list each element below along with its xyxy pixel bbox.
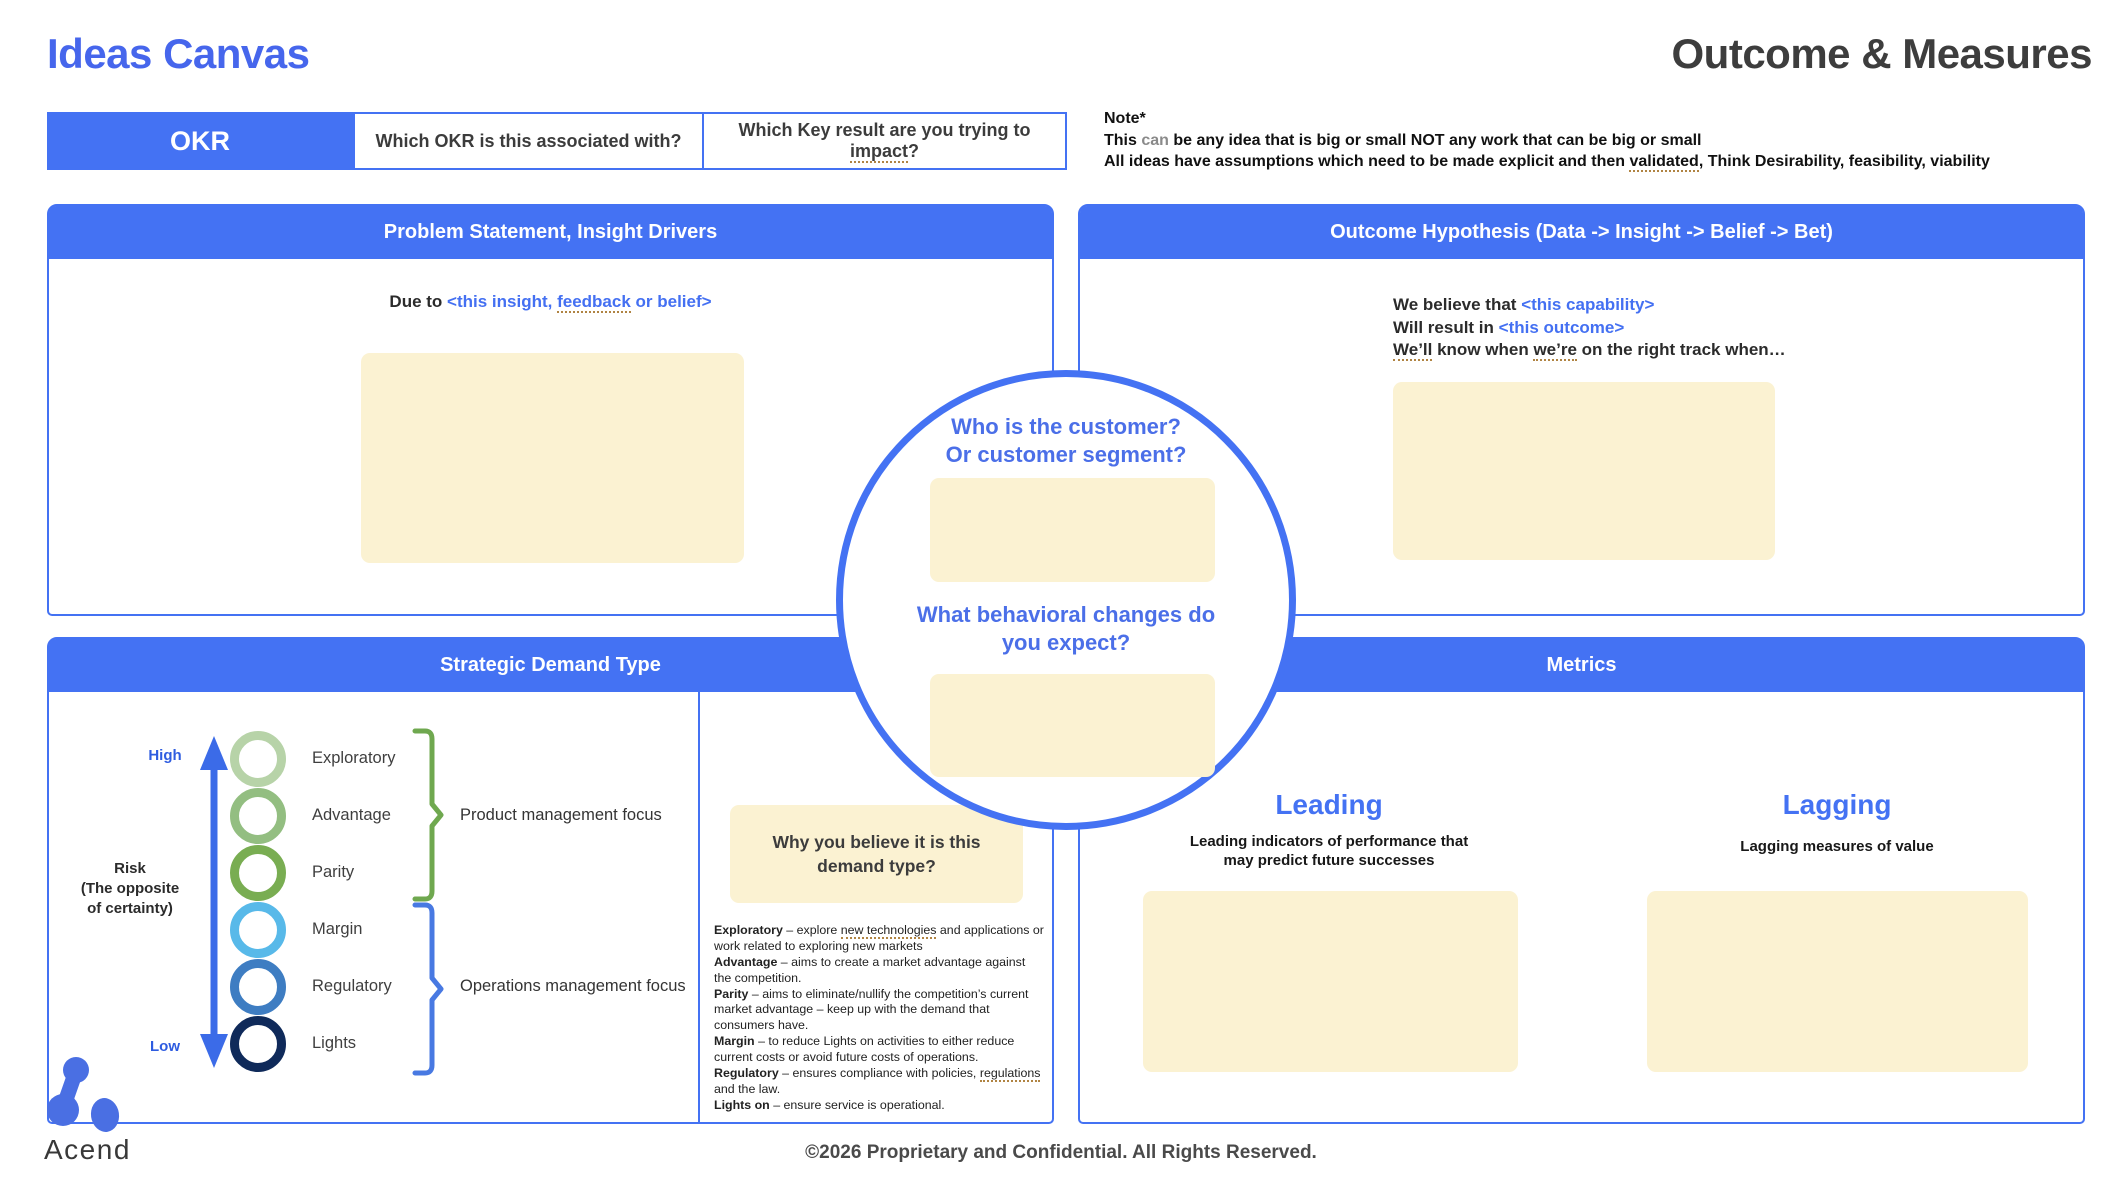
- acend-logo-icon: [47, 1057, 120, 1132]
- behavioral-change-question: What behavioral changes do you expect?: [916, 602, 1216, 655]
- key-result-question-text: Which Key result are you trying to impac…: [738, 120, 1031, 163]
- definition-item: Lights on – ensure service is operationa…: [714, 1097, 945, 1112]
- page-subtitle: Outcome & Measures: [1671, 30, 2093, 77]
- hypothesis-line-1: We believe that <this capability>: [1393, 295, 1655, 314]
- definition-item: Regulatory – ensures compliance with pol…: [714, 1065, 1041, 1096]
- behavioral-sticky-note[interactable]: [930, 674, 1215, 777]
- lagging-description: Lagging measures of value: [1740, 838, 1934, 855]
- definition-item: Exploratory – explore new technologies a…: [714, 923, 1044, 953]
- demand-type-reason-note[interactable]: Why you believe it is this demand type?: [730, 805, 1023, 903]
- demand-type-label: Margin: [312, 920, 363, 938]
- demand-type-label: Parity: [312, 863, 355, 881]
- customer-question: Who is the customer? Or customer segment…: [945, 414, 1187, 467]
- page-title: Ideas Canvas: [47, 30, 310, 77]
- operations-management-focus-label: Operations management focus: [460, 977, 686, 995]
- outcome-sticky-note[interactable]: [1393, 382, 1775, 560]
- leading-description: Leading indicators of performance that m…: [1189, 833, 1469, 869]
- note-title: Note*: [1104, 110, 1146, 127]
- okr-question-text: Which OKR is this associated with?: [375, 130, 682, 151]
- definition-item: Margin – to reduce Lights on activities …: [714, 1034, 1015, 1064]
- panel-divider: [698, 692, 700, 1124]
- copyright-footer: ©2026 Proprietary and Confidential. All …: [805, 1142, 1317, 1163]
- customer-circle: Who is the customer? Or customer segment…: [836, 370, 1296, 830]
- note-block: Note* This can be any idea that is big o…: [1104, 108, 2094, 173]
- risk-high-label: High: [148, 747, 182, 764]
- hypothesis-line-2: Will result in <this outcome>: [1393, 317, 1625, 337]
- product-management-focus-label: Product management focus: [460, 806, 662, 824]
- problem-prompt: Due to <this insight, feedback or belief…: [389, 292, 712, 313]
- parity-ring-icon: [230, 845, 286, 901]
- margin-ring-icon: [230, 902, 286, 958]
- okr-row: OKR Which OKR is this associated with? W…: [47, 112, 1067, 170]
- demand-type-definitions: Exploratory – explore new technologies a…: [714, 923, 1044, 1114]
- problem-statement-header: Problem Statement, Insight Drivers: [49, 206, 1052, 259]
- brand-name: Acend: [44, 1134, 131, 1165]
- lagging-title: Lagging: [1782, 789, 1892, 820]
- lagging-sticky-note[interactable]: [1647, 891, 2028, 1072]
- demand-type-label: Regulatory: [312, 977, 392, 995]
- customer-sticky-note[interactable]: [930, 478, 1215, 582]
- okr-label: OKR: [47, 112, 353, 170]
- risk-low-label: Low: [150, 1038, 180, 1055]
- risk-axis-label: Risk (The opposite of certainty): [80, 860, 180, 917]
- operations-focus-bracket: [412, 902, 444, 1076]
- exploratory-ring-icon: [230, 731, 286, 787]
- note-line-1: This can be any idea that is big or smal…: [1104, 131, 1702, 149]
- product-focus-bracket: [412, 728, 444, 902]
- outcome-hypothesis-header: Outcome Hypothesis (Data -> Insight -> B…: [1080, 206, 2083, 259]
- note-line-2: All ideas have assumptions which need to…: [1104, 153, 1990, 172]
- definition-item: Parity – aims to eliminate/nullify the c…: [714, 986, 1029, 1033]
- advantage-ring-icon: [230, 788, 286, 844]
- okr-question-field[interactable]: Which OKR is this associated with?: [353, 112, 704, 170]
- regulatory-ring-icon: [230, 959, 286, 1015]
- demand-type-label: Lights: [312, 1034, 357, 1052]
- demand-type-label: Exploratory: [312, 749, 396, 767]
- lights-ring-icon: [230, 1016, 286, 1072]
- problem-sticky-note[interactable]: [361, 353, 744, 563]
- demand-type-label: Advantage: [312, 806, 391, 824]
- hypothesis-prompts: We believe that <this capability> Will r…: [1393, 294, 1786, 362]
- hypothesis-line-3: We’ll know when we’re on the right track…: [1393, 340, 1786, 361]
- leading-title: Leading: [1275, 789, 1383, 820]
- problem-statement-panel: Problem Statement, Insight Drivers Due t…: [47, 204, 1054, 616]
- leading-sticky-note[interactable]: [1143, 891, 1518, 1072]
- definition-item: Advantage – aims to create a market adva…: [714, 954, 1026, 985]
- key-result-question-field[interactable]: Which Key result are you trying to impac…: [702, 112, 1067, 170]
- risk-arrow: [200, 736, 228, 1068]
